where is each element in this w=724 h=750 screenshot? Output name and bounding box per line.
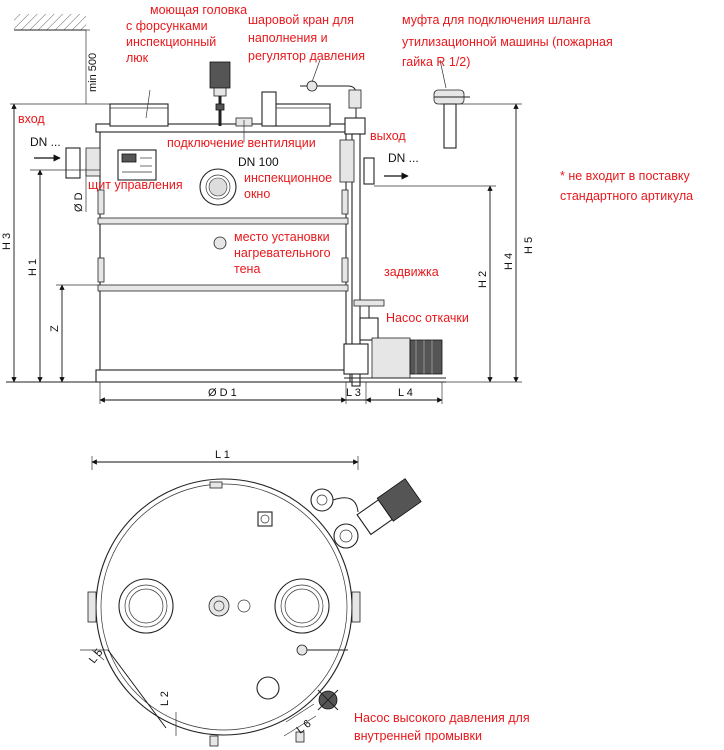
dim-h4: H 4 — [503, 253, 515, 270]
heater-line-2: нагревательного — [234, 246, 331, 260]
control-panel — [117, 149, 157, 181]
dim-h5: H 5 — [523, 237, 535, 254]
top-pump — [310, 478, 422, 549]
note-label: * не входит в поставку стандартного арти… — [560, 169, 693, 203]
heater-port — [213, 236, 227, 250]
dim-z: Z — [49, 325, 61, 332]
ball-valve — [300, 80, 366, 387]
washing-head-line-3: инспекционный — [126, 35, 216, 49]
hose-coupling — [433, 89, 470, 149]
dim-dn-in: DN ... — [30, 135, 61, 149]
hose-coupling-line-2: утилизационной машины (пожарная — [402, 35, 613, 49]
inlet-label: вход — [18, 112, 45, 126]
hose-coupling-label: муфта для подключения шланга утилизацион… — [402, 13, 616, 69]
dim-l4: L 4 — [398, 387, 413, 399]
hose-coupling-line-1: муфта для подключения шланга — [402, 13, 590, 27]
top-ball-valve — [296, 644, 348, 656]
inspection-window-label: инспекционное окно — [244, 171, 336, 201]
drain-pump-label: Насос откачки — [386, 311, 469, 325]
gate-valve-label: задвижка — [384, 265, 439, 279]
outlet-pipe — [363, 157, 409, 185]
gate-valve — [353, 299, 385, 341]
heater-line-1: место установки — [234, 230, 330, 244]
inspection-window-line-2: окно — [244, 187, 270, 201]
washing-head-line-1: моющая головка — [150, 3, 247, 17]
top-view — [80, 456, 422, 747]
dim-min500: min 500 — [87, 53, 99, 92]
heater-label: место установки нагревательного тена — [234, 230, 334, 276]
ceiling-hatch — [14, 14, 90, 104]
washing-head-line-4: люк — [126, 51, 149, 65]
heater-line-3: тена — [234, 262, 260, 276]
dim-dn100: DN 100 — [238, 155, 279, 169]
dim-h3: H 3 — [1, 233, 13, 250]
hp-pump-label: Насос высокого давления для внутренней п… — [354, 711, 533, 743]
control-panel-label: щит управления — [88, 178, 183, 192]
hp-pump-line-2: внутренней промывки — [354, 729, 482, 743]
note-line-1: * не входит в поставку — [560, 169, 690, 183]
dim-l3: L 3 — [346, 387, 361, 399]
note-line-2: стандартного артикула — [560, 189, 693, 203]
hose-coupling-line-3: гайка R 1/2) — [402, 55, 470, 69]
dim-od1: Ø D 1 — [208, 387, 237, 399]
side-view — [6, 14, 522, 404]
dim-dn-out: DN ... — [388, 151, 419, 165]
outlet-label: выход — [370, 129, 406, 143]
ball-valve-line-3: регулятор давления — [248, 49, 365, 63]
hp-pump-line-1: Насос высокого давления для — [354, 711, 530, 725]
ball-valve-line-1: шаровой кран для — [248, 13, 354, 27]
inlet-pipe — [34, 147, 101, 179]
drain-pump — [343, 337, 446, 379]
ball-valve-label: шаровой кран для наполнения и регулятор … — [248, 13, 365, 63]
dim-l2: L 2 — [159, 691, 171, 706]
dim-l1: L 1 — [215, 449, 230, 461]
dim-h2: H 2 — [477, 271, 489, 288]
washing-head-line-2: с форсунками — [126, 19, 208, 33]
dim-od: Ø D — [73, 192, 85, 212]
ventilation-label: подключение вентиляции — [167, 136, 316, 150]
top-hp-pump — [317, 689, 339, 711]
ball-valve-line-2: наполнения и — [248, 31, 328, 45]
inspection-window-line-1: инспекционное — [244, 171, 332, 185]
dim-h1: H 1 — [27, 259, 39, 276]
washing-head-label: моющая головка с форсунками инспекционны… — [126, 3, 251, 65]
washing-head — [209, 61, 231, 126]
inspection-window — [199, 168, 237, 206]
